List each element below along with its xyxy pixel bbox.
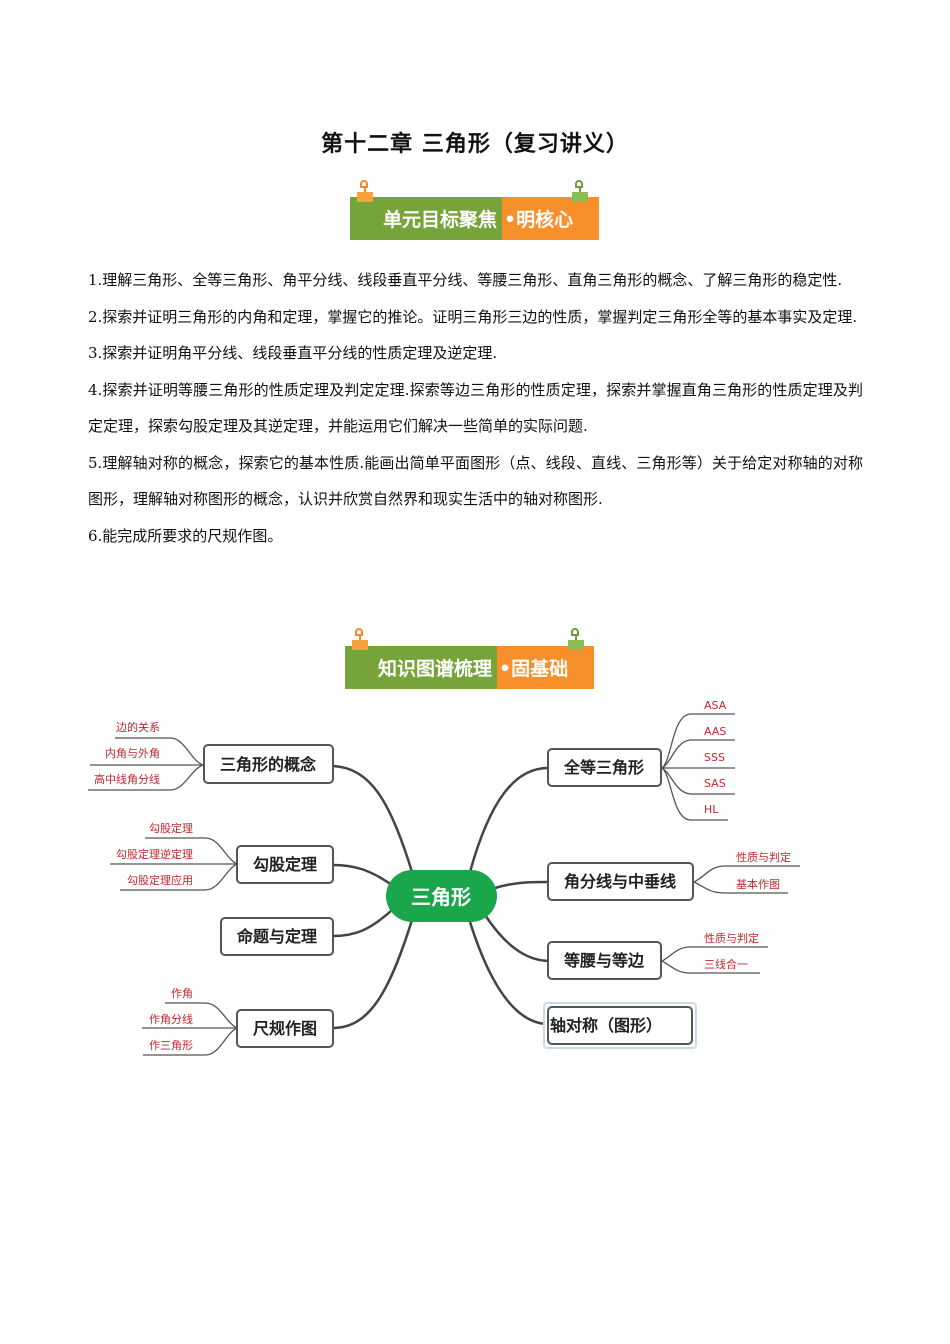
binder-clip-icon (352, 628, 368, 650)
goal-item: 3.探索并证明角平分线、线段垂直平分线的性质定理及逆定理. (88, 344, 498, 362)
leaf-label: SSS (704, 751, 725, 764)
leaf-label: 内角与外角 (105, 746, 160, 760)
goal-item: 2.探索并证明三角形的内角和定理，掌握它的推论。证明三角形三边的性质，掌握判定三… (88, 307, 858, 326)
binder-clip-icon (572, 180, 588, 202)
leaf-label: 边的关系 (116, 720, 160, 734)
goal-item: 4.探索并证明等腰三角形的性质定理及判定定理.探索等边三角形的性质定理，探索并掌… (88, 380, 863, 436)
mindmap-node-bisector[interactable]: 角分线与中垂线 (547, 862, 694, 901)
leaf-label: 勾股定理逆定理 (116, 847, 193, 861)
leaf-label: 性质与判定 (736, 850, 791, 864)
goal-item: 6.能完成所要求的尺规作图。 (88, 526, 283, 545)
goal-item: 5.理解轴对称的概念，探索它的基本性质.能画出简单平面图形（点、线段、直线、三角… (88, 453, 863, 509)
center-node-label: 三角形 (411, 885, 471, 909)
section-banner-goals: 单元目标聚焦 •明核心 (350, 197, 599, 240)
node-label: 尺规作图 (253, 1019, 317, 1038)
node-label: 全等三角形 (563, 758, 644, 777)
leaf-label: 作角 (171, 987, 193, 1000)
binder-clip-icon (568, 628, 584, 650)
leaf-label: 基本作图 (736, 877, 780, 891)
leaf-label: 勾股定理 (149, 821, 193, 835)
leaf-label: 高中线角分线 (94, 772, 160, 786)
node-label: 命题与定理 (236, 927, 317, 946)
node-label: 轴对称（图形） (550, 1016, 662, 1035)
mindmap-node-isosceles[interactable]: 等腰与等边 (547, 941, 662, 980)
leaf-label: 三线合一 (704, 957, 748, 971)
learning-goals-list: 1.理解三角形、全等三角形、角平分线、线段垂直平分线、等腰三角形、直角三角形的概… (88, 262, 863, 554)
banner-main-label: 知识图谱梳理 (345, 646, 497, 689)
goal-item: 1.理解三角形、全等三角形、角平分线、线段垂直平分线、等腰三角形、直角三角形的概… (88, 271, 843, 289)
mindmap-center-node[interactable]: 三角形 (386, 870, 497, 922)
mindmap-leaves: 边的关系 内角与外角 高中线角分线 勾股定理 勾股定理逆定理 勾股定理应用 作角… (94, 700, 791, 1052)
leaf-label: SAS (704, 777, 726, 790)
leaf-label: 作角分线 (149, 1012, 193, 1026)
leaf-label: 作三角形 (149, 1039, 193, 1052)
mindmap-node-construction[interactable]: 尺规作图 (236, 1009, 334, 1048)
node-label: 等腰与等边 (563, 951, 645, 970)
node-label: 三角形的概念 (220, 755, 317, 774)
node-label: 勾股定理 (253, 855, 317, 874)
binder-clip-icon (357, 180, 373, 202)
mindmap-node-symmetry[interactable]: 轴对称（图形） (543, 1002, 697, 1049)
section-banner-knowledge-map: 知识图谱梳理 •固基础 (345, 646, 594, 689)
leaf-label: 性质与判定 (704, 931, 759, 945)
banner-sub-label: •明核心 (502, 197, 599, 240)
mindmap-node-proposition[interactable]: 命题与定理 (220, 917, 334, 956)
mindmap-node-concept[interactable]: 三角形的概念 (203, 744, 334, 784)
banner-sub-label: •固基础 (497, 646, 594, 689)
knowledge-mindmap: 三角形 三角形的概念 勾股定理 命题与定理 尺规作图 全等三角形 角分线与中垂线… (88, 700, 800, 1056)
leaf-label: AAS (704, 725, 726, 738)
leaf-label: 勾股定理应用 (127, 873, 193, 887)
leaf-label: ASA (704, 700, 727, 712)
banner-main-label: 单元目标聚焦 (350, 197, 502, 240)
node-label: 角分线与中垂线 (564, 872, 676, 891)
page-title: 第十二章 三角形（复习讲义） (321, 132, 629, 157)
leaf-label: HL (704, 803, 719, 816)
mindmap-node-pythagorean[interactable]: 勾股定理 (236, 845, 334, 884)
mindmap-branches (332, 764, 549, 1030)
mindmap-node-congruent[interactable]: 全等三角形 (547, 748, 662, 787)
mindmap-leaf-lines (88, 713, 800, 1056)
